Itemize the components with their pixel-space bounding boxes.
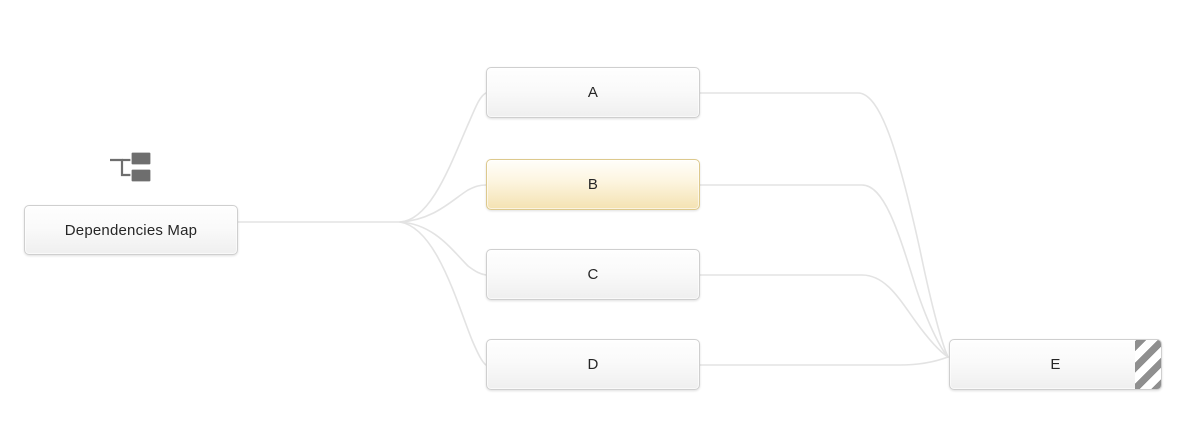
edge-b-to-e <box>699 184 949 358</box>
node-b[interactable]: B <box>486 159 700 210</box>
edge-c-to-e <box>699 274 949 358</box>
hierarchy-icon <box>110 151 152 183</box>
node-label: Dependencies Map <box>64 221 198 239</box>
edge-root-to-b <box>399 184 487 223</box>
edge-root-to-a <box>399 92 487 223</box>
node-label: D <box>587 356 599 373</box>
node-label: E <box>1050 356 1061 373</box>
edge-root-to-d <box>399 221 487 366</box>
node-d[interactable]: D <box>486 339 700 390</box>
node-c[interactable]: C <box>486 249 700 300</box>
edge-root-to-c <box>399 221 487 276</box>
node-dependencies-map[interactable]: Dependencies Map <box>24 205 238 255</box>
edge-d-to-e <box>699 356 949 366</box>
edge-a-to-e <box>699 92 949 358</box>
node-e[interactable]: E <box>949 339 1162 390</box>
node-label: A <box>587 84 599 101</box>
node-a[interactable]: A <box>486 67 700 118</box>
node-label: B <box>587 176 599 193</box>
node-label: C <box>587 266 599 283</box>
striped-edge-indicator <box>1135 340 1161 389</box>
